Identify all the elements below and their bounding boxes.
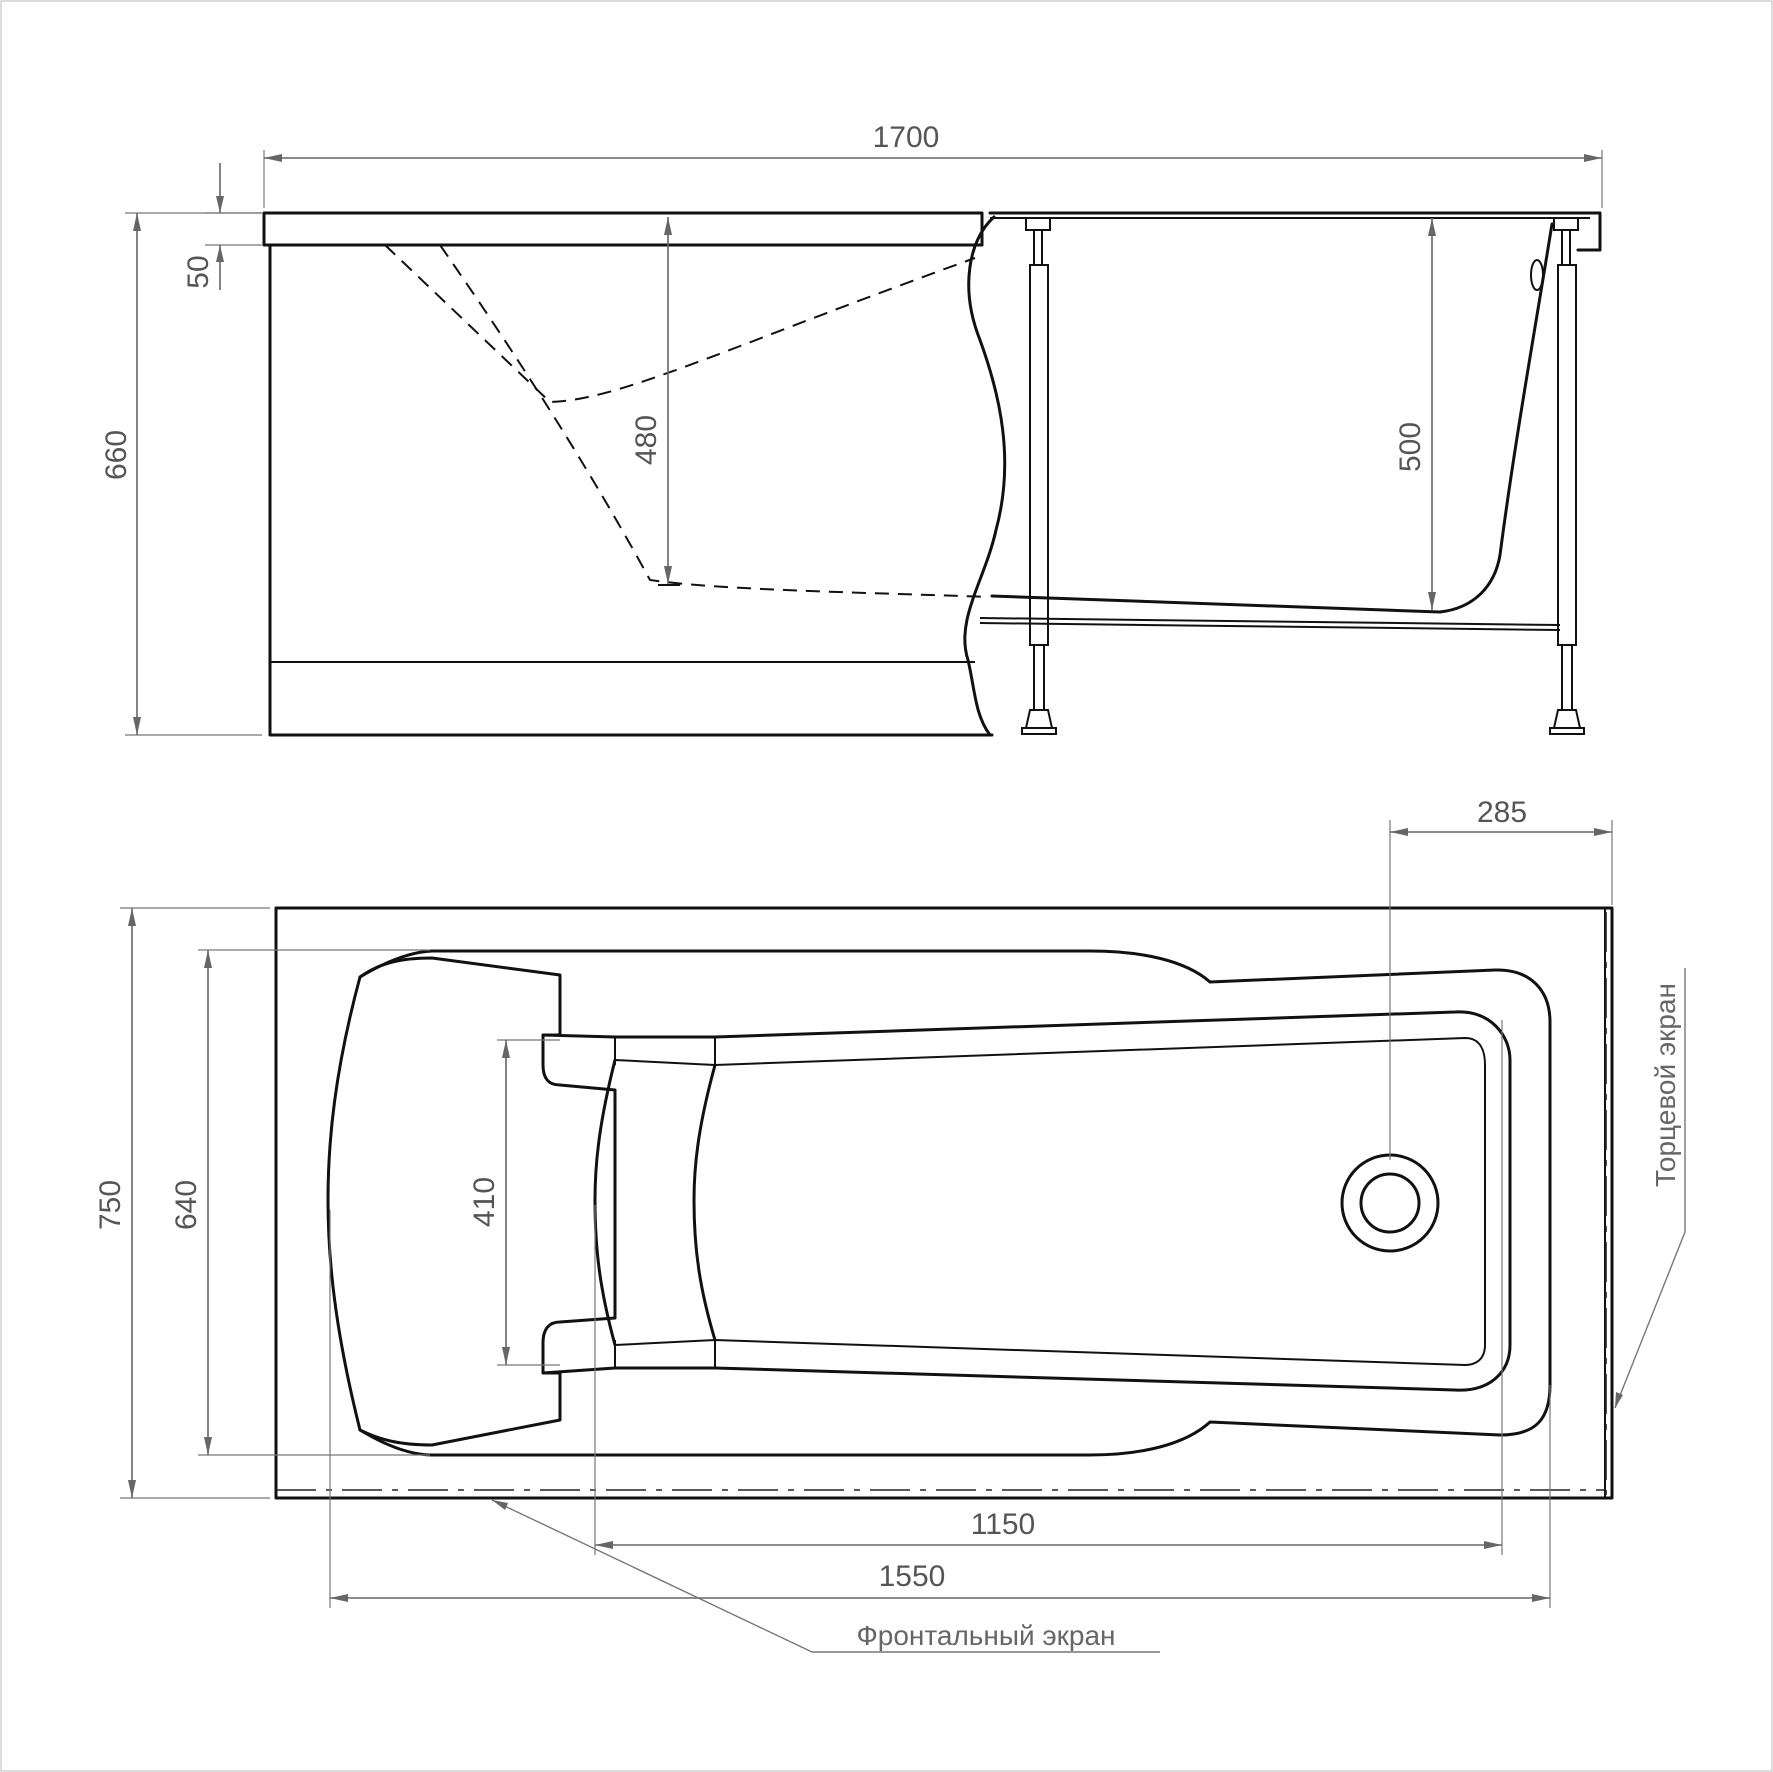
dim-overall-length: 1700 xyxy=(263,121,1603,208)
dim-overall-width: 750 xyxy=(94,907,270,1499)
leader-line xyxy=(1614,1231,1686,1409)
dim-arrow xyxy=(204,950,212,968)
dim-label-inner-length: 1550 xyxy=(879,1560,946,1593)
dim-inner-width: 640 xyxy=(170,949,430,1456)
leader-arrow xyxy=(1615,1392,1623,1408)
seat-line-right xyxy=(692,1063,717,1342)
dim-inner-length: 1550 xyxy=(329,1210,1551,1608)
front-panel-side xyxy=(262,211,1007,737)
dim-arrow xyxy=(664,566,672,584)
dim-label-inner-width: 640 xyxy=(170,1180,203,1230)
dim-label-overall-width: 750 xyxy=(94,1180,127,1230)
dim-arrow xyxy=(330,1594,348,1602)
dim-arrow xyxy=(204,1437,212,1455)
dim-arrow xyxy=(133,213,141,231)
dim-depth-head-end: 480 xyxy=(630,217,680,586)
dim-arrow xyxy=(1428,592,1436,610)
dim-arrow xyxy=(264,154,282,162)
dim-arrow xyxy=(1390,828,1408,836)
dim-label-drain-offset: 285 xyxy=(1477,796,1527,829)
leader-end-panel: Торцевой экран xyxy=(1614,968,1686,1409)
frame-bar-bottom xyxy=(979,617,1561,626)
leader-arrow xyxy=(492,1500,508,1510)
dim-arrow xyxy=(502,1347,510,1365)
leg-2-stud xyxy=(1561,644,1573,711)
dim-arrow xyxy=(1484,1541,1502,1549)
bowl-outer-contour xyxy=(326,949,1552,1457)
dim-arrow xyxy=(595,1541,613,1549)
hidden-backrest-outer xyxy=(439,244,991,598)
inner-rim-contour xyxy=(541,1010,1512,1392)
dim-drain-offset: 285 xyxy=(1389,796,1613,1160)
leg-1-bolt xyxy=(1033,229,1043,266)
dim-label-depth-head-end: 480 xyxy=(630,415,663,465)
dim-arrow xyxy=(128,908,136,926)
dim-arrow xyxy=(664,217,672,235)
note-end-panel: Торцевой экран xyxy=(1650,983,1681,1187)
drain-hole xyxy=(1340,1153,1440,1253)
dim-arrow xyxy=(1428,218,1436,236)
frame-bar-top xyxy=(979,622,1561,631)
leg-2-foot xyxy=(1552,709,1582,729)
note-front-panel: Фронтальный экран xyxy=(856,1620,1115,1651)
dim-seat-width: 410 xyxy=(468,1039,560,1366)
support-leg-2 xyxy=(1549,217,1585,735)
leg-2-pad xyxy=(1549,727,1585,735)
side-view: 1700 50 660 480 xyxy=(100,121,1603,737)
panel-outline xyxy=(268,243,994,737)
dim-arrow xyxy=(133,717,141,735)
dim-label-overall-length: 1700 xyxy=(873,121,940,154)
dim-arrow xyxy=(216,196,224,213)
dim-arrow xyxy=(1594,828,1612,836)
drain-outer-ring xyxy=(1340,1153,1440,1253)
leg-2-bolt xyxy=(1561,229,1571,266)
dim-label-rim-thickness: 50 xyxy=(182,255,215,288)
leg-1-tube xyxy=(1029,264,1049,646)
dim-arrow xyxy=(1584,154,1602,162)
leg-1-bracket xyxy=(1025,217,1051,231)
rim-left xyxy=(262,211,984,247)
dim-arrow xyxy=(1532,1594,1550,1602)
dim-label-overall-height: 660 xyxy=(100,430,133,480)
dim-label-bottom-length: 1150 xyxy=(971,1508,1036,1541)
dim-arrow xyxy=(216,245,224,262)
leg-2-tube xyxy=(1557,264,1577,646)
bowl-outline xyxy=(990,222,1554,614)
dim-label-seat-width: 410 xyxy=(468,1177,501,1227)
dim-arrow xyxy=(502,1040,510,1058)
break-line xyxy=(963,215,1007,737)
dim-arrow xyxy=(128,1480,136,1498)
overflow-fitting xyxy=(1530,259,1544,291)
leg-1-foot xyxy=(1024,709,1054,729)
leg-1-pad xyxy=(1021,727,1057,735)
hidden-backrest-inner xyxy=(384,244,976,404)
seat-line-left xyxy=(593,1058,617,1347)
dim-bottom-length: 1150 xyxy=(594,1020,1503,1555)
top-view: 285 750 640 410 xyxy=(94,796,1686,1653)
leader-line xyxy=(491,1499,813,1653)
dim-rim-thickness: 50 xyxy=(182,163,262,290)
leg-1-stud xyxy=(1033,644,1045,711)
leader-front-panel: Фронтальный экран xyxy=(491,1499,1160,1653)
dim-depth-drain-end: 500 xyxy=(1394,218,1436,610)
drain-inner-ring xyxy=(1359,1172,1421,1234)
leg-2-bracket xyxy=(1553,217,1579,231)
dim-label-depth-drain-end: 500 xyxy=(1394,422,1427,472)
tub-outline-top xyxy=(274,906,1614,1500)
headrest-contour xyxy=(358,956,617,1447)
bottom-contour xyxy=(614,1036,1486,1367)
rim-right xyxy=(988,211,1602,252)
dim-overall-height: 660 xyxy=(100,212,262,736)
hidden-bowl xyxy=(384,244,991,598)
support-leg-1 xyxy=(1021,217,1057,735)
